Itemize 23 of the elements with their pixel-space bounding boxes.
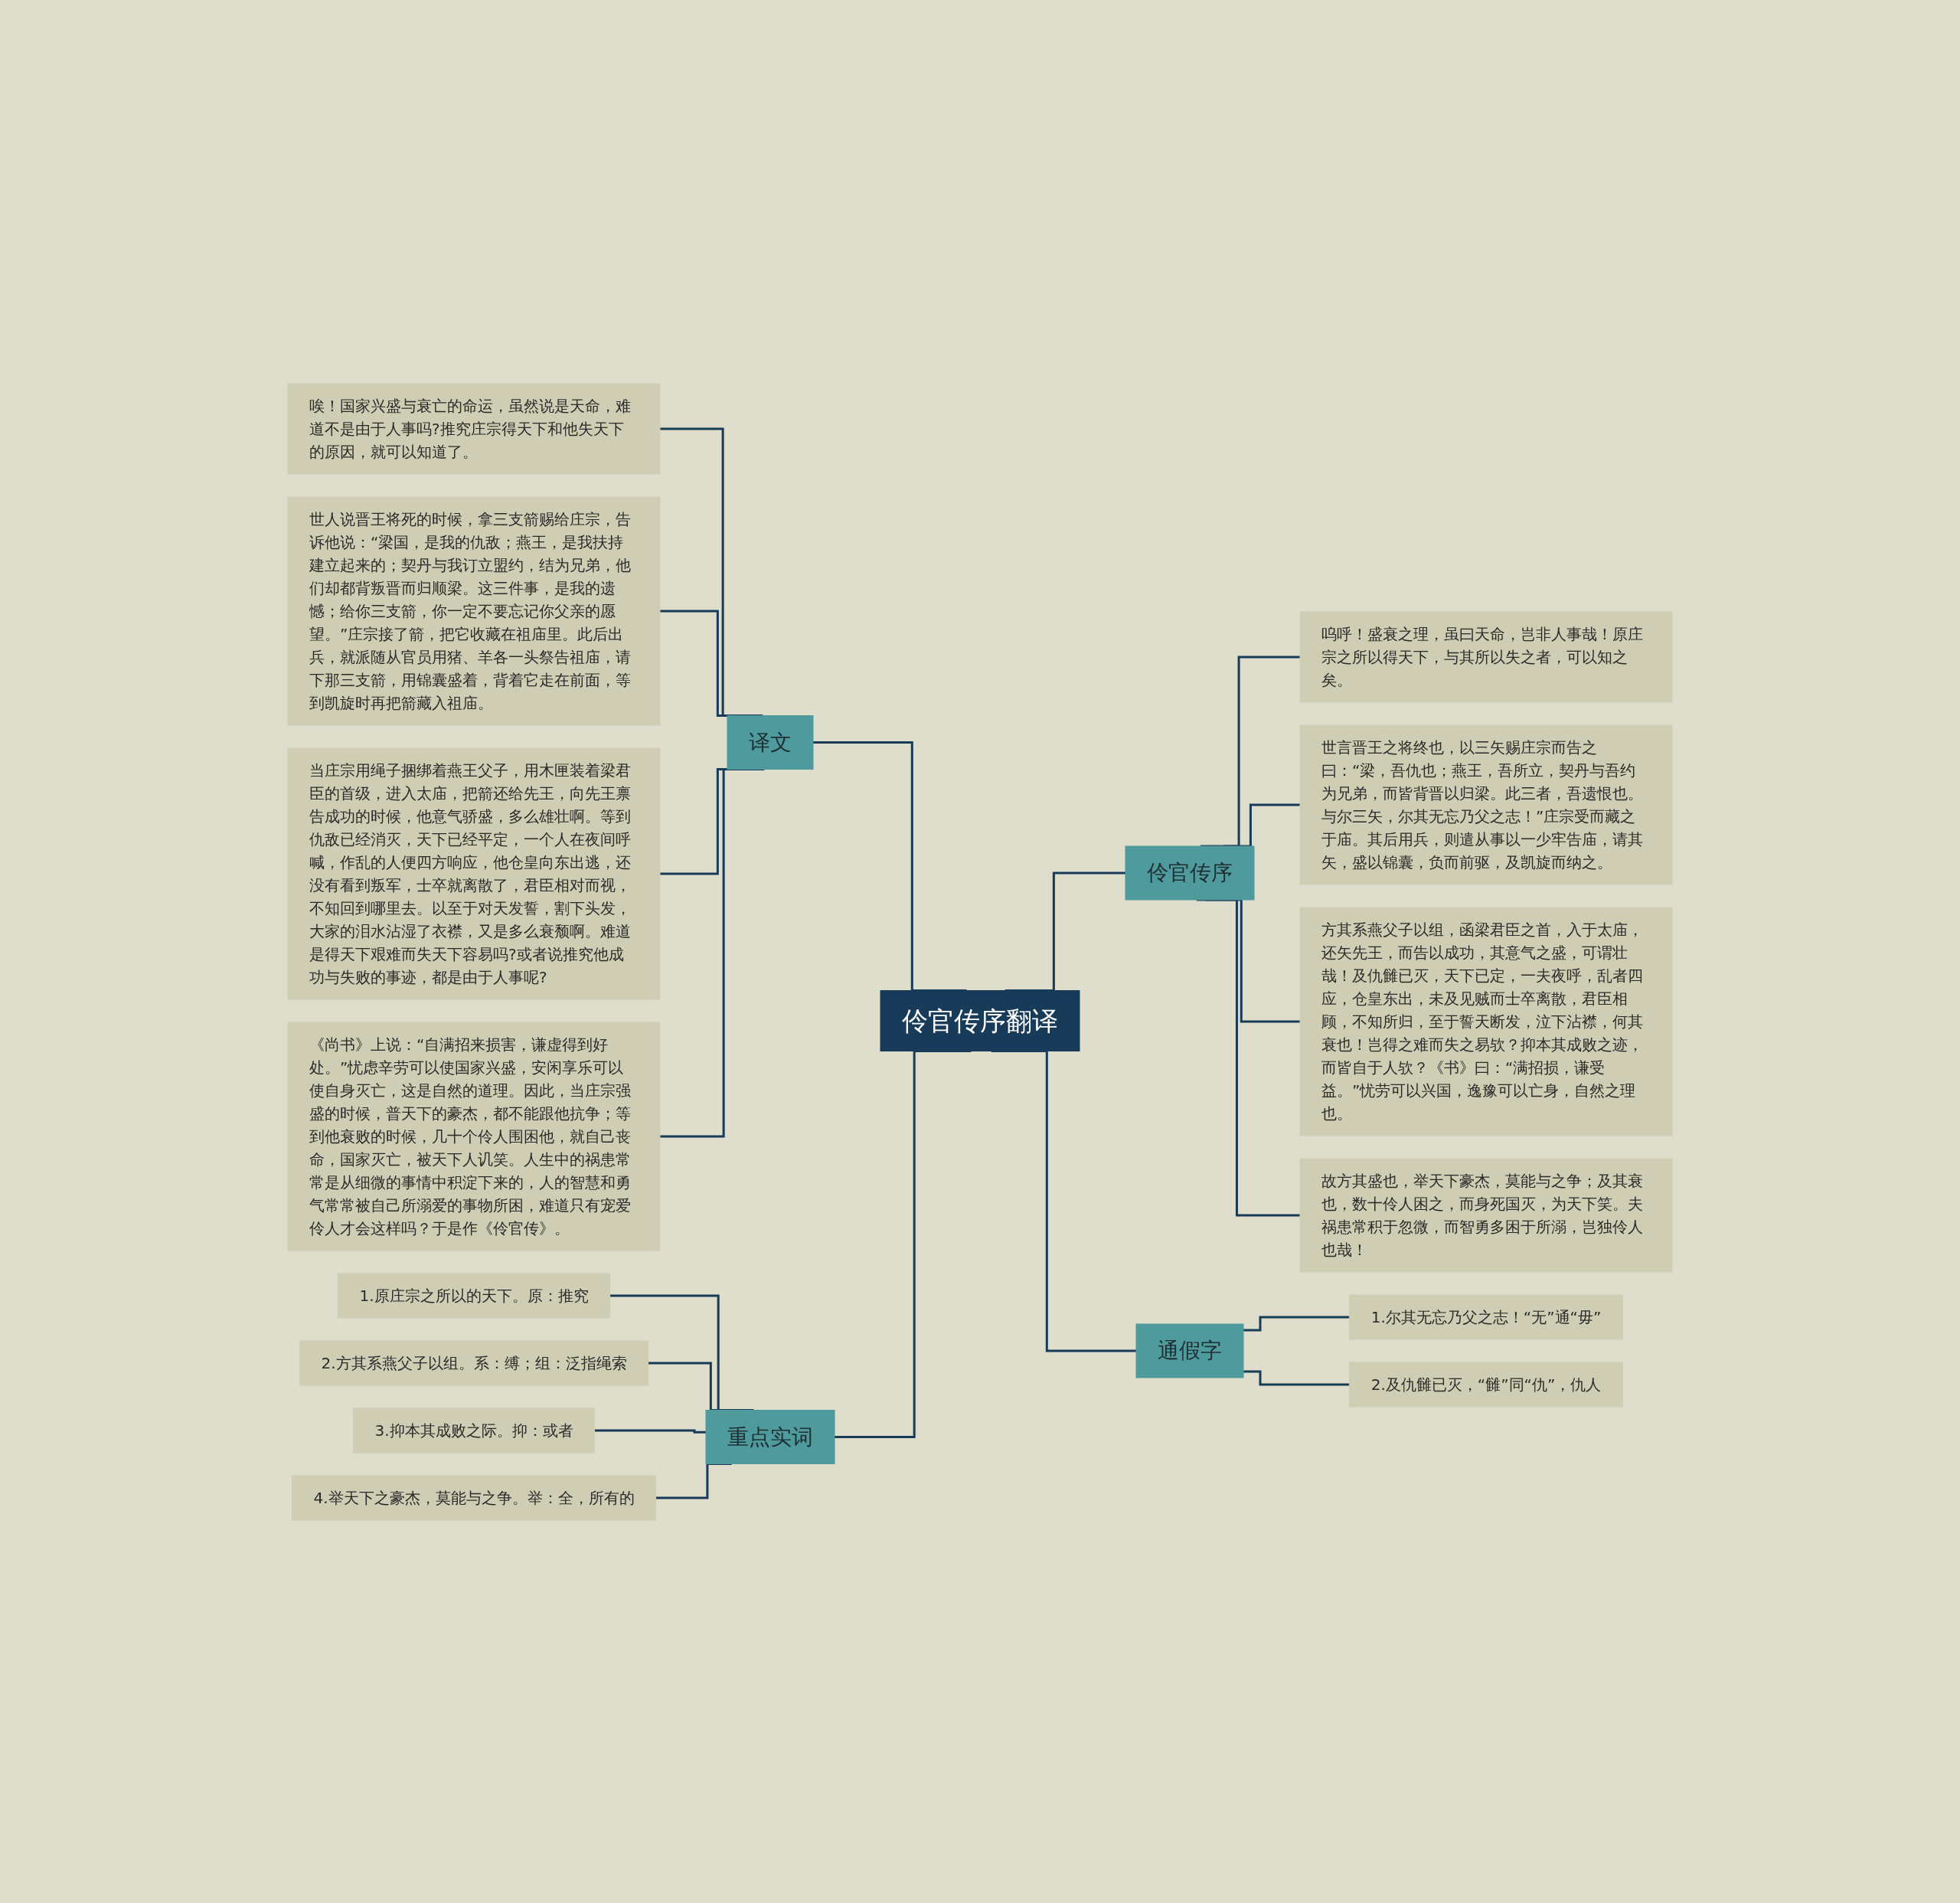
node-box	[287, 496, 661, 725]
node-box	[1299, 1158, 1673, 1272]
connector	[1243, 1370, 1350, 1385]
connector	[1196, 898, 1300, 1216]
node-box	[337, 1273, 611, 1318]
node-box	[287, 1022, 661, 1251]
node-box	[287, 747, 661, 999]
node-box	[1349, 1294, 1623, 1339]
node-box	[291, 1475, 657, 1520]
node-box	[727, 714, 814, 770]
node-box	[1299, 611, 1673, 702]
node-box	[1299, 907, 1673, 1136]
connector	[1243, 1316, 1350, 1331]
node-box	[1125, 845, 1255, 900]
connector	[594, 1429, 706, 1434]
node-box	[880, 989, 1080, 1051]
node-box	[1349, 1362, 1623, 1407]
node-box	[1135, 1323, 1244, 1378]
node-box	[352, 1408, 596, 1453]
node-box	[705, 1409, 835, 1464]
node-box	[287, 383, 661, 474]
node-box	[299, 1340, 649, 1385]
node-box	[1299, 724, 1673, 884]
